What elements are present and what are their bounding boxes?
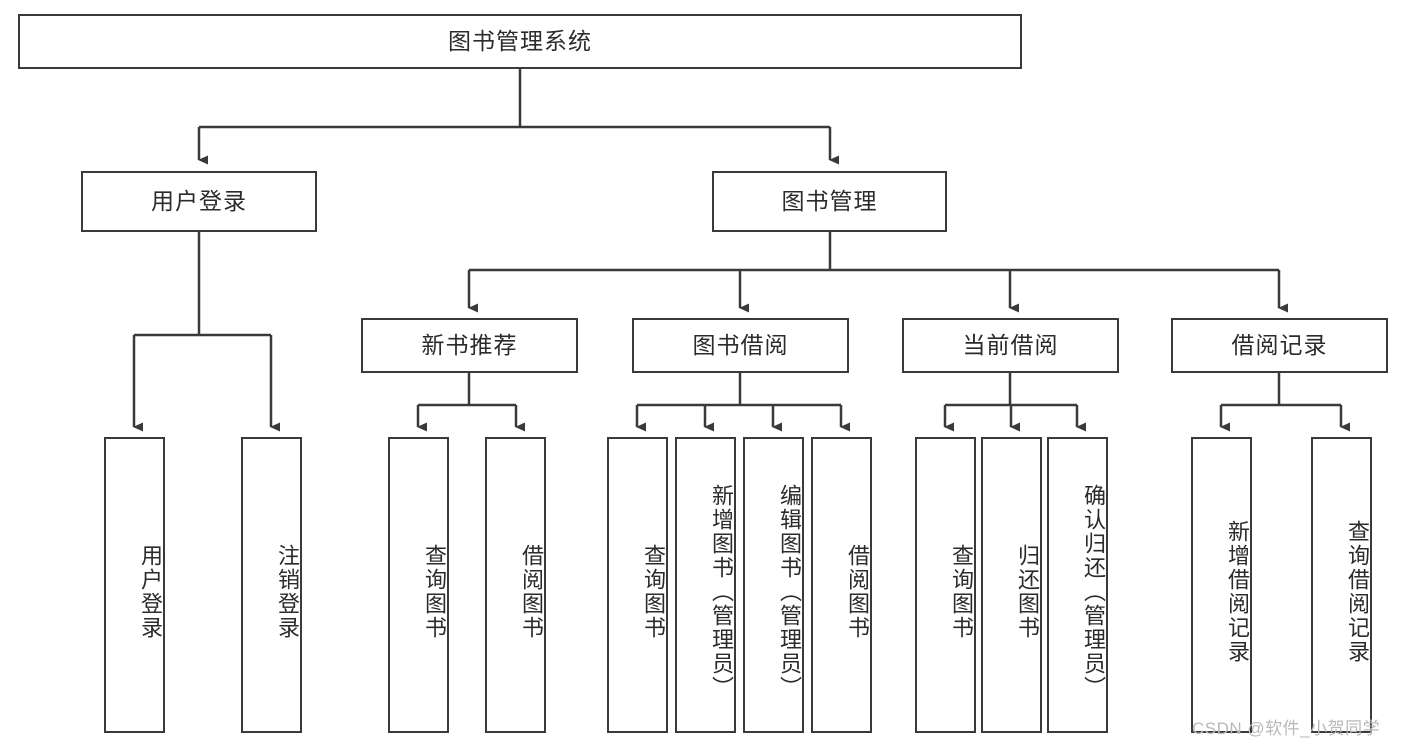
leaf-return-book[interactable]: 归还图书 (981, 437, 1042, 733)
node-book-manage[interactable]: 图书管理 (712, 171, 947, 232)
leaf-add-book-label: 新增图书（管理员） (709, 484, 734, 700)
leaf-borrow-book-rec-label: 借阅图书 (519, 544, 544, 640)
leaf-user-login-label: 用户登录 (138, 544, 163, 640)
node-borrow-record[interactable]: 借阅记录 (1171, 318, 1388, 373)
node-current-borrow[interactable]: 当前借阅 (902, 318, 1119, 373)
leaf-query-book-rec[interactable]: 查询图书 (388, 437, 449, 733)
node-borrow-record-label: 借阅记录 (1231, 331, 1328, 358)
leaf-edit-book[interactable]: 编辑图书（管理员） (743, 437, 804, 733)
leaf-user-logout[interactable]: 注销登录 (241, 437, 302, 733)
leaf-edit-book-label: 编辑图书（管理员） (777, 484, 802, 700)
node-user-login-label: 用户登录 (151, 187, 247, 214)
leaf-query-book-borrow-label: 查询图书 (641, 544, 666, 640)
leaf-add-book[interactable]: 新增图书（管理员） (675, 437, 736, 733)
leaf-add-record-label: 新增借阅记录 (1225, 520, 1250, 664)
node-root[interactable]: 图书管理系统 (18, 14, 1022, 69)
leaf-query-record[interactable]: 查询借阅记录 (1311, 437, 1372, 733)
leaf-borrow-book-rec[interactable]: 借阅图书 (485, 437, 546, 733)
node-current-borrow-label: 当前借阅 (962, 331, 1059, 358)
leaf-user-logout-label: 注销登录 (275, 544, 300, 640)
node-root-label: 图书管理系统 (448, 27, 592, 54)
leaf-query-record-label: 查询借阅记录 (1345, 520, 1370, 664)
leaf-user-login[interactable]: 用户登录 (104, 437, 165, 733)
node-book-manage-label: 图书管理 (781, 187, 878, 214)
leaf-borrow-book[interactable]: 借阅图书 (811, 437, 872, 733)
leaf-query-book-borrow[interactable]: 查询图书 (607, 437, 668, 733)
leaf-query-book-rec-label: 查询图书 (422, 544, 447, 640)
node-new-book-rec-label: 新书推荐 (421, 331, 518, 358)
leaf-borrow-book-label: 借阅图书 (845, 544, 870, 640)
node-new-book-rec[interactable]: 新书推荐 (361, 318, 578, 373)
node-book-borrow-label: 图书借阅 (692, 331, 789, 358)
csdn-watermark: CSDN @软件_小贺同学 (1192, 719, 1381, 738)
leaf-add-record[interactable]: 新增借阅记录 (1191, 437, 1252, 733)
leaf-query-book-cur[interactable]: 查询图书 (915, 437, 976, 733)
leaf-confirm-return[interactable]: 确认归还（管理员） (1047, 437, 1108, 733)
node-book-borrow[interactable]: 图书借阅 (632, 318, 849, 373)
leaf-query-book-cur-label: 查询图书 (949, 544, 974, 640)
node-user-login[interactable]: 用户登录 (81, 171, 317, 232)
leaf-return-book-label: 归还图书 (1015, 544, 1040, 640)
leaf-confirm-return-label: 确认归还（管理员） (1081, 484, 1106, 700)
